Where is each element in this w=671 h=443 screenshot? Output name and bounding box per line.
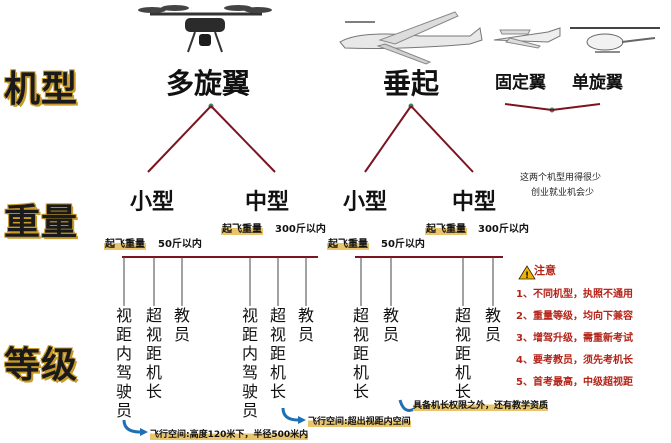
size-small-vtol: 小型 [343,190,388,215]
helicopter-drone-icon [570,27,660,53]
small-weight-limit: 50斤以内 [381,239,425,250]
notice-item: 5、首考最高，中级超视距 [516,377,633,388]
grade-vlos-pilot: 视距内驾驶员 [115,306,132,420]
tree-connectors [147,103,601,173]
fixed-wing-drone-icon [493,27,561,49]
notice-item: 4、要考教员，须先考机长 [516,355,633,366]
notice-item: 2、重量等级，均向下兼容 [516,311,633,322]
grade-instructor: 教员 [297,306,314,344]
grade-bvlos-captain: 超视距机长 [145,306,162,401]
grade-instructor: 教员 [484,306,501,344]
size-medium-multirotor: 中型 [245,190,290,215]
size-medium-vtol: 中型 [452,190,497,215]
type-fixed-wing: 固定翼 [495,73,546,93]
footnote-instructor: 具备机长权限之外，还有教学资质 [413,398,549,411]
small-weight-limit: 50斤以内 [158,239,202,250]
rare-types-note-line2: 创业就业机会少 [531,188,595,198]
warning-icon: ! [518,265,536,281]
svg-text:!: ! [525,271,529,281]
grade-instructor: 教员 [382,306,399,344]
notice-title: 注意 [534,264,556,277]
takeoff-weight-tag: 起飞重量 [327,235,369,250]
size-small-multirotor: 小型 [130,190,175,215]
footnote-bvlos-airspace: 飞行空间:超出视距内空间 [308,414,411,427]
footnote-vlos-airspace: 飞行空间:高度120米下，半径500米内 [150,427,309,440]
notice-item: 3、增驾升级，需重新考试 [516,333,633,344]
takeoff-weight-tag: 起飞重量 [104,235,146,250]
grade-vlos-pilot: 视距内驾驶员 [241,306,258,420]
row-label-grade: 等级 [4,345,79,386]
vtol-drone-icon [339,11,483,65]
type-multirotor: 多旋翼 [166,67,251,100]
grade-bvlos-captain: 超视距机长 [352,306,369,401]
grade-drops [123,257,494,306]
takeoff-weight-tag: 起飞重量 [425,220,467,235]
medium-weight-limit: 300斤以内 [275,224,326,235]
row-label-model-type: 机型 [4,69,79,110]
type-vtol: 垂起 [383,67,440,100]
multirotor-drone-icon [138,5,272,53]
grade-bvlos-captain: 超视距机长 [269,306,286,401]
notice-panel: 注意 1、不同机型，执照不通用 2、重量等级，均向下兼容 3、增驾升级，需重新考… [516,262,668,388]
takeoff-weight-tag: 起飞重量 [221,220,263,235]
type-helicopter: 单旋翼 [572,73,623,93]
rare-types-note-line1: 这两个机型用得很少 [520,173,602,183]
grade-bvlos-captain: 超视距机长 [454,306,471,401]
notice-item: 1、不同机型，执照不通用 [516,289,633,300]
grade-instructor: 教员 [173,306,190,344]
medium-weight-limit: 300斤以内 [478,224,529,235]
row-label-weight: 重量 [4,202,79,243]
